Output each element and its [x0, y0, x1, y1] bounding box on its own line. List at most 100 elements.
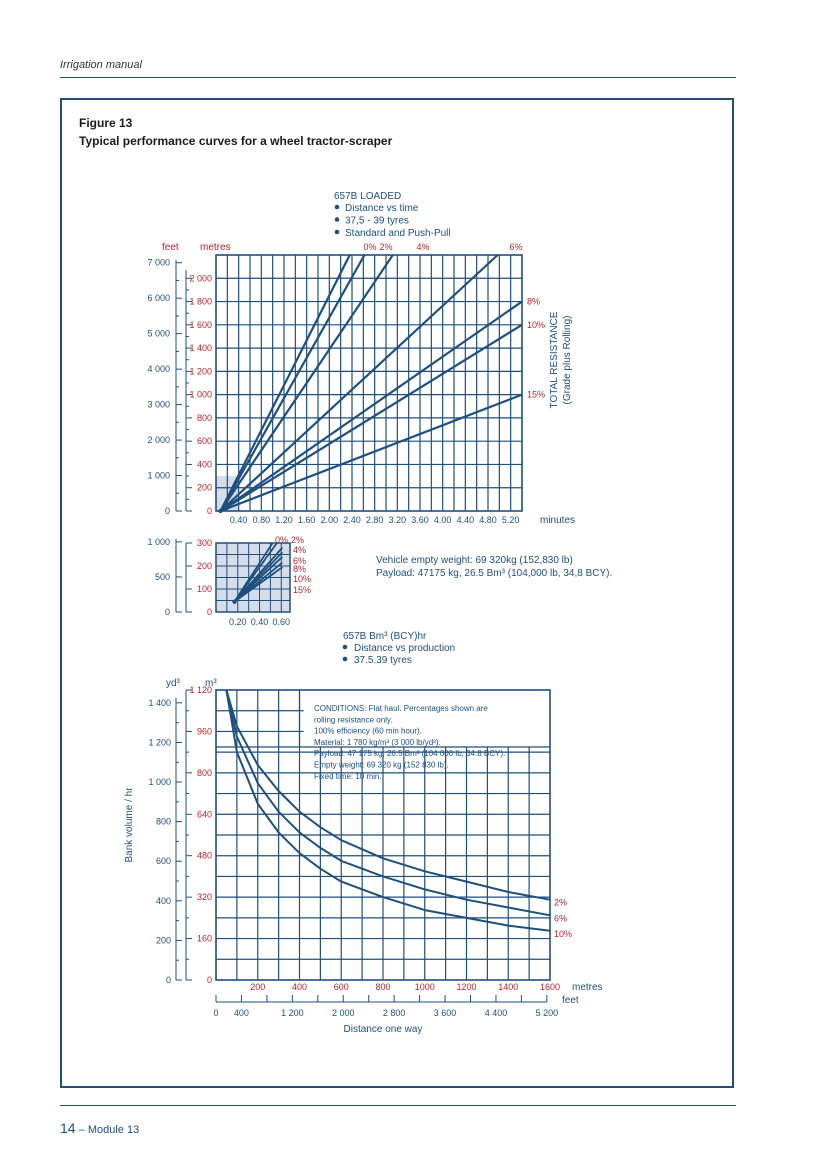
prod-plot-border — [215, 689, 551, 981]
feet-tick-label: 1 000 — [147, 471, 170, 481]
chart-header-bullet: Standard and Push-Pull — [345, 228, 451, 239]
feet-tick-label: 4 000 — [147, 364, 170, 374]
x-tick-label: 3.20 — [389, 515, 407, 525]
prod-feet-tick-label: 4 400 — [485, 1008, 508, 1018]
prod-series-curve — [225, 689, 551, 917]
metres-axis-label: metres — [200, 242, 231, 253]
inset-series-label: 2% — [291, 535, 304, 545]
prod-x-tick-label: 800 — [375, 982, 390, 992]
metres-tick-label: 1 000 — [189, 390, 212, 400]
prod-series-curve — [225, 689, 551, 901]
bullet-icon — [334, 204, 340, 210]
prod-feet-tick-label: 3 600 — [434, 1008, 457, 1018]
prod-x-tick-label: 600 — [334, 982, 349, 992]
prod-m3-tick-label: 640 — [197, 809, 212, 819]
prod-series-label: 6% — [554, 913, 567, 923]
conditions-text: Payload: 47 175 kg, 26.5 Bm³ (104 000 lb… — [314, 749, 505, 758]
inset-metres-tick-label: 0 — [207, 607, 212, 617]
prod-header-title: 657B Bm³ (BCY)hr — [343, 631, 427, 642]
resistance-axis-label: TOTAL RESISTANCE — [549, 311, 560, 408]
prod-x-tick-label: 200 — [250, 982, 265, 992]
prod-feet-tick-label: 0 — [213, 1008, 218, 1018]
inset-series-label: 8% — [293, 564, 306, 574]
prod-x-axis-title: Distance one way — [344, 1024, 423, 1035]
figure-number: Figure 13 — [79, 116, 133, 130]
inset-series-label: 0% — [275, 535, 288, 545]
conditions-text: CONDITIONS: Flat haul. Percentages shown… — [314, 704, 488, 713]
metres-tick-label: 0 — [207, 506, 212, 516]
prod-feet-tick-label: 2 000 — [332, 1008, 355, 1018]
x-tick-label: 3.60 — [411, 515, 429, 525]
feet-axis-label: feet — [162, 242, 179, 253]
chart-header-bullet: Distance vs time — [345, 203, 419, 214]
prod-x-tick-label: 400 — [292, 982, 307, 992]
inset-series-line — [233, 566, 283, 603]
prod-yd3-tick-label: 400 — [156, 896, 171, 906]
series-line — [219, 323, 523, 512]
conditions-text: Fixed time: 10 min. — [314, 772, 382, 781]
series-line — [219, 300, 523, 512]
metres-tick-label: 1 200 — [189, 366, 212, 376]
x-tick-label: 1.60 — [298, 515, 316, 525]
inset-origin-point — [232, 599, 237, 604]
bullet-icon — [342, 656, 348, 662]
metres-tick-label: 800 — [197, 413, 212, 423]
inset-metres-tick-label: 300 — [197, 538, 212, 548]
inset-feet-tick-label: 0 — [165, 607, 170, 617]
x-tick-label: 0.80 — [253, 515, 271, 525]
feet-tick-label: 0 — [165, 506, 170, 516]
x-tick-label: 1.20 — [275, 515, 293, 525]
bullet-icon — [334, 229, 340, 235]
footer-module: Module 13 — [87, 1124, 140, 1136]
plot-border — [215, 254, 523, 512]
prod-m3-tick-label: 320 — [197, 892, 212, 902]
metres-tick-label: 1 800 — [189, 297, 212, 307]
prod-yd3-tick-label: 800 — [156, 817, 171, 827]
conditions-text: 100% efficiency (60 min hour). — [314, 727, 422, 736]
inset-feet-tick-label: 1 000 — [147, 537, 170, 547]
prod-yd3-tick-label: 1 400 — [148, 698, 171, 708]
conditions-text: Material: 1 780 kg/m³ (3 000 lb/yd³). — [314, 738, 441, 747]
chart-header-title: 657B LOADED — [334, 191, 401, 202]
series-label: 10% — [527, 320, 545, 330]
series-line — [219, 254, 351, 512]
prod-feet-tick-label: 1 200 — [281, 1008, 304, 1018]
x-tick-label: 2.40 — [343, 515, 361, 525]
series-line — [219, 254, 394, 512]
figure-title: Typical performance curves for a wheel t… — [79, 134, 393, 148]
inset-border — [215, 542, 291, 613]
conditions-text: Empty weight: 69 320 kg (152 830 lb). — [314, 761, 449, 770]
metres-tick-label: 2 000 — [189, 273, 212, 283]
prod-x-unit-metres: metres — [572, 982, 603, 993]
prod-yd3-tick-label: 1 200 — [148, 737, 171, 747]
prod-x-tick-label: 1400 — [498, 982, 518, 992]
prod-x-tick-label: 1200 — [456, 982, 476, 992]
prod-y-axis-title: Bank volume / hr — [124, 787, 135, 863]
metres-tick-label: 200 — [197, 483, 212, 493]
inset-x-tick-label: 0.40 — [251, 617, 269, 627]
prod-m3-tick-label: 480 — [197, 851, 212, 861]
metres-tick-label: 1 400 — [189, 343, 212, 353]
prod-header-bullet: Distance vs production — [354, 643, 455, 654]
page-footer: 14 – Module 13 — [60, 1120, 139, 1136]
page-number: 14 — [60, 1120, 76, 1136]
x-tick-label: 4.00 — [434, 515, 452, 525]
series-label: 6% — [509, 242, 522, 252]
chart-header-bullet: 37,5 - 39 tyres — [345, 216, 409, 227]
prod-yd3-tick-label: 600 — [156, 856, 171, 866]
running-header: Irrigation manual — [60, 59, 142, 71]
prod-feet-tick-label: 400 — [234, 1008, 249, 1018]
x-tick-label: 2.80 — [366, 515, 384, 525]
footer-separator: – — [78, 1124, 85, 1136]
resistance-axis-label: (Grade plus Rolling) — [562, 316, 573, 405]
series-label: 15% — [527, 390, 545, 400]
inset-series-line — [233, 542, 278, 603]
prod-x-unit-feet: feet — [562, 995, 579, 1006]
feet-tick-label: 6 000 — [147, 293, 170, 303]
footer-rule — [60, 1105, 736, 1106]
prod-yd3-tick-label: 0 — [166, 975, 171, 985]
inset-metres-tick-label: 100 — [197, 584, 212, 594]
prod-header-bullet: 37.5.39 tyres — [354, 655, 412, 666]
metres-tick-label: 400 — [197, 459, 212, 469]
